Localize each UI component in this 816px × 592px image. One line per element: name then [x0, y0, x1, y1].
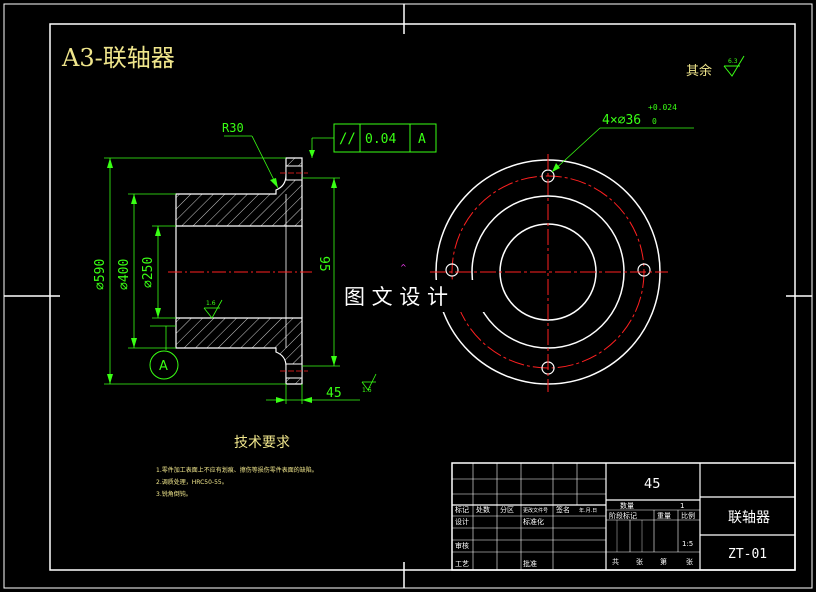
tb-material: 45	[644, 477, 661, 492]
title-block	[451, 462, 796, 571]
tech-heading: 技术要求	[234, 435, 290, 451]
tb-label-sheet-no: 第	[660, 557, 667, 566]
tech-line-1: 1.零件加工表面上不应有划痕、擦伤等损伤零件表面的缺陷。	[156, 466, 318, 474]
tb-label-signature: 签名	[556, 505, 570, 514]
tolerance-frame: // 0.04 A	[333, 123, 437, 153]
tb-label-weight: 重量	[657, 512, 671, 520]
svg-text:^: ^	[400, 263, 407, 272]
bolt-hole	[637, 263, 651, 277]
side-view: 4×⌀36 +0.024 0 ^	[400, 103, 694, 392]
tolerance-symbol: //	[339, 131, 356, 147]
datum-label: A	[159, 359, 168, 374]
tb-scale: 1:5	[682, 540, 693, 548]
surface-note: 其余	[686, 63, 712, 79]
front-view: ⌀590 ⌀400 ⌀250 95 45 R30 1.6 1.6 // 0.04…	[93, 121, 437, 404]
dim-flange-thickness: 45	[326, 386, 342, 401]
section-upper	[175, 157, 303, 227]
tb-quantity: 1	[680, 502, 684, 510]
tb-label-design: 设计	[455, 517, 469, 526]
bolt-hole	[445, 263, 459, 277]
roughness-face: 1.6	[362, 387, 372, 394]
tb-label-process: 工艺	[455, 560, 469, 568]
tb-label-count: 处数	[476, 505, 490, 514]
roughness-bore: 1.6	[206, 300, 216, 307]
hole-tol-upper: +0.024	[648, 103, 677, 112]
tb-part-name: 联轴器	[728, 510, 770, 526]
tb-label-date: 年.月.日	[579, 507, 597, 514]
section-lower	[175, 317, 303, 385]
hole-callout: 4×⌀36	[602, 113, 641, 128]
tb-label-zhang: 张	[686, 557, 693, 566]
tech-line-3: 3.锐角倒钝。	[156, 490, 192, 498]
tb-label-total: 共	[612, 557, 619, 566]
tb-label-standardize: 标准化	[523, 517, 544, 526]
datum-circle	[149, 350, 179, 380]
tb-label-zone: 分区	[500, 505, 514, 514]
tb-drawing-number: ZT-01	[728, 547, 767, 562]
tolerance-datum: A	[418, 132, 426, 147]
dim-outer-dia: ⌀590	[93, 259, 108, 290]
tb-label-stage: 阶段标记	[609, 511, 637, 520]
dim-height: 95	[316, 256, 331, 272]
watermark: 图 文 设 计	[344, 285, 448, 309]
drawing-title: A3-联轴器	[61, 44, 175, 72]
tb-label-marks: 标记	[455, 505, 469, 514]
dim-radius: R30	[222, 121, 244, 135]
dim-flange-dia: ⌀400	[117, 259, 132, 290]
inner-frame	[49, 23, 796, 571]
centering-marks	[4, 4, 812, 588]
roughness-value: 6.3	[728, 58, 738, 65]
tb-label-approve: 批准	[523, 559, 537, 568]
tolerance-value: 0.04	[365, 132, 396, 147]
roughness-symbol-icon	[723, 55, 745, 77]
tb-label-review: 审核	[455, 541, 469, 550]
tb-label-quantity: 数量	[620, 501, 634, 510]
tb-label-sheet: 张	[636, 557, 643, 566]
hole-tol-lower: 0	[652, 117, 657, 126]
tb-label-change: 更改文件号	[523, 507, 548, 514]
tb-label-scale: 比例	[681, 511, 695, 520]
tech-line-2: 2.调质处理，HRC50-55。	[156, 478, 228, 486]
dim-bore-dia: ⌀250	[141, 257, 156, 288]
